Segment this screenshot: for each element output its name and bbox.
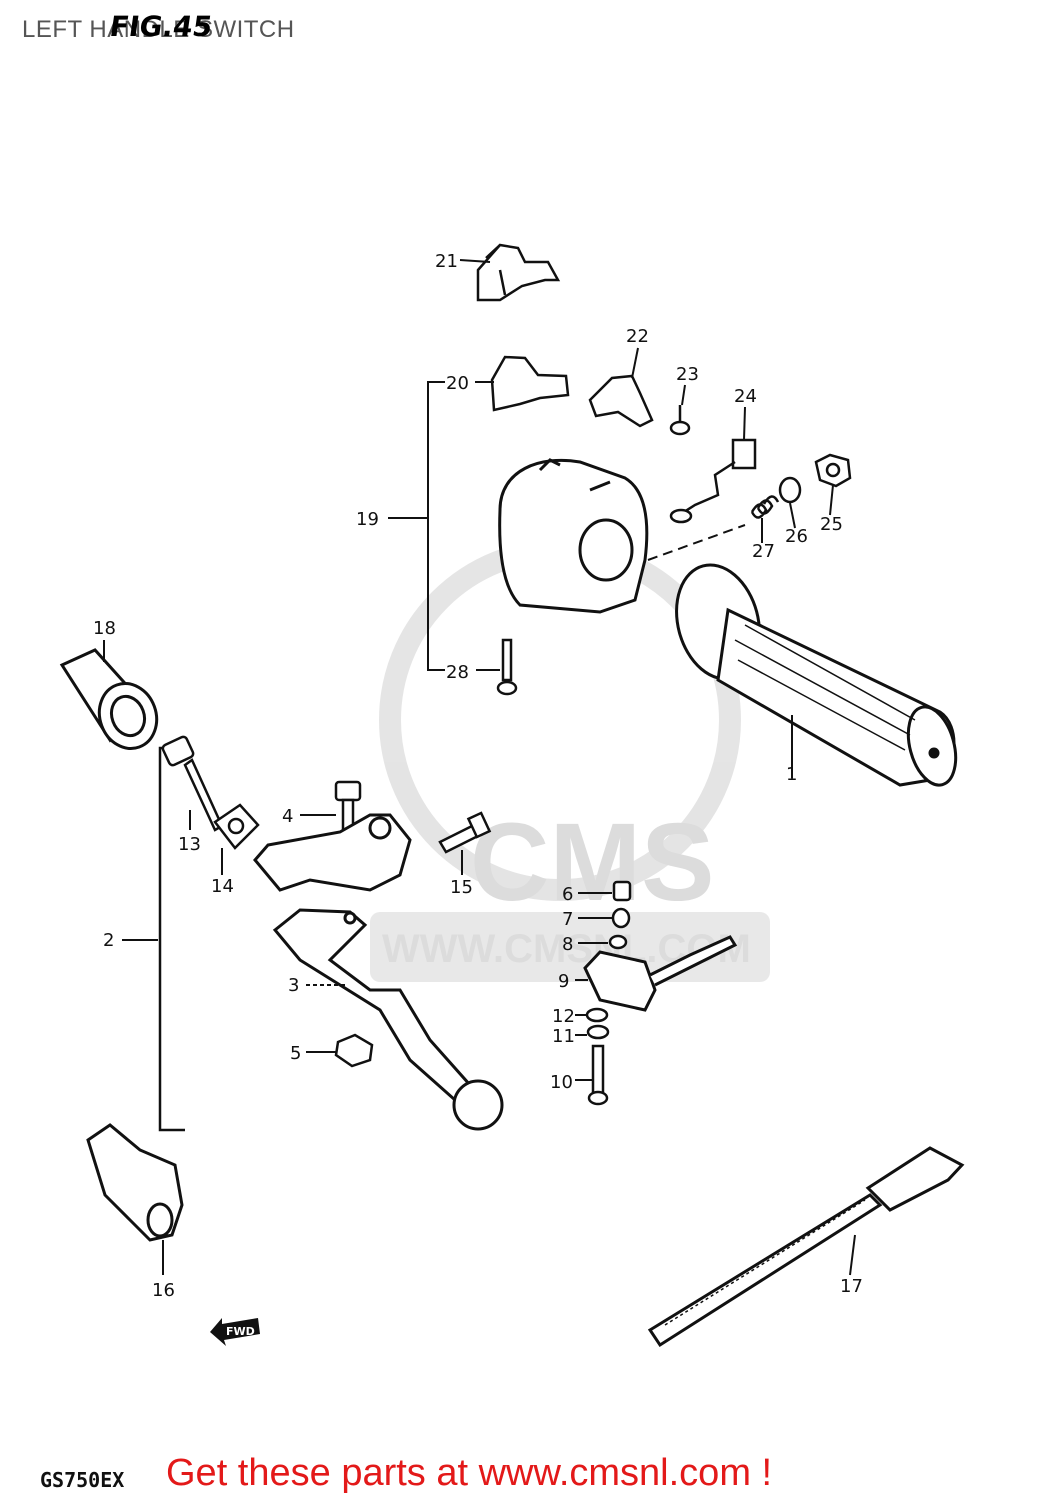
part-20-switch-housing [490,355,570,412]
part-1-handlebar-grip [675,563,958,787]
label-7: 7 [562,909,573,930]
part-9-clutch-switch [583,935,738,1012]
part-26-washer [778,476,802,504]
part-12-washer [585,1007,609,1023]
label-6: 6 [562,884,573,905]
label-5: 5 [290,1043,301,1064]
part-25-nut [814,453,852,488]
label-19: 19 [356,509,379,530]
part-number-labels: 21 20 22 23 24 25 26 27 19 28 1 18 13 14… [93,251,863,1301]
part-18-boot [59,648,159,750]
part-19-switch-assy [498,458,746,614]
part-10-screw [587,1044,609,1106]
label-2: 2 [103,930,114,951]
label-15: 15 [450,877,473,898]
label-9: 9 [558,971,569,992]
part-2-lever-assy-bracket [158,746,185,1132]
part-11-washer [586,1024,610,1040]
part-24-contact-plate [669,438,757,524]
part-27-spring [750,495,780,519]
label-27: 27 [752,541,775,562]
label-23: 23 [676,364,699,385]
part-14-nut [213,803,260,850]
label-10: 10 [550,1072,573,1093]
label-12: 12 [552,1006,575,1027]
get-parts-link[interactable]: Get these parts at www.cmsnl.com ! [166,1452,773,1494]
leader-lines [103,259,856,1276]
forward-arrow-icon: FWD [210,1318,260,1346]
fwd-label: FWD [226,1325,255,1338]
part-16-lever-cover [86,1123,184,1242]
label-26: 26 [785,526,808,547]
page-title: LEFT HANDLE SWITCH [22,16,295,43]
label-18: 18 [93,618,116,639]
part-28-screw [496,638,518,696]
part-13-bolt [161,735,224,832]
part-6-cap [612,880,632,902]
part-8-pin [608,934,628,950]
watermark-brand: CMS [470,801,714,924]
label-8: 8 [562,934,573,955]
label-16: 16 [152,1280,175,1301]
part-5-nut [334,1033,374,1068]
label-4: 4 [282,806,293,827]
label-11: 11 [552,1026,575,1047]
part-22-switch-knob [588,374,654,428]
label-13: 13 [178,834,201,855]
part-3-clutch-lever [272,908,504,1131]
label-28: 28 [446,662,469,683]
label-3: 3 [288,975,299,996]
label-20: 20 [446,373,469,394]
part-23-screw [669,405,691,436]
part-7-spring [611,907,631,929]
label-14: 14 [211,876,234,897]
label-1: 1 [786,764,797,785]
label-24: 24 [734,386,757,407]
label-25: 25 [820,514,843,535]
part-lever-holder [253,813,412,892]
label-17: 17 [840,1276,863,1297]
model-code: GS750EX [40,1468,125,1492]
part-15-bolt [438,811,492,854]
label-21: 21 [435,251,458,272]
label-22: 22 [626,326,649,347]
part-21-upper-housing [476,243,561,302]
part-17-band [647,1146,965,1348]
